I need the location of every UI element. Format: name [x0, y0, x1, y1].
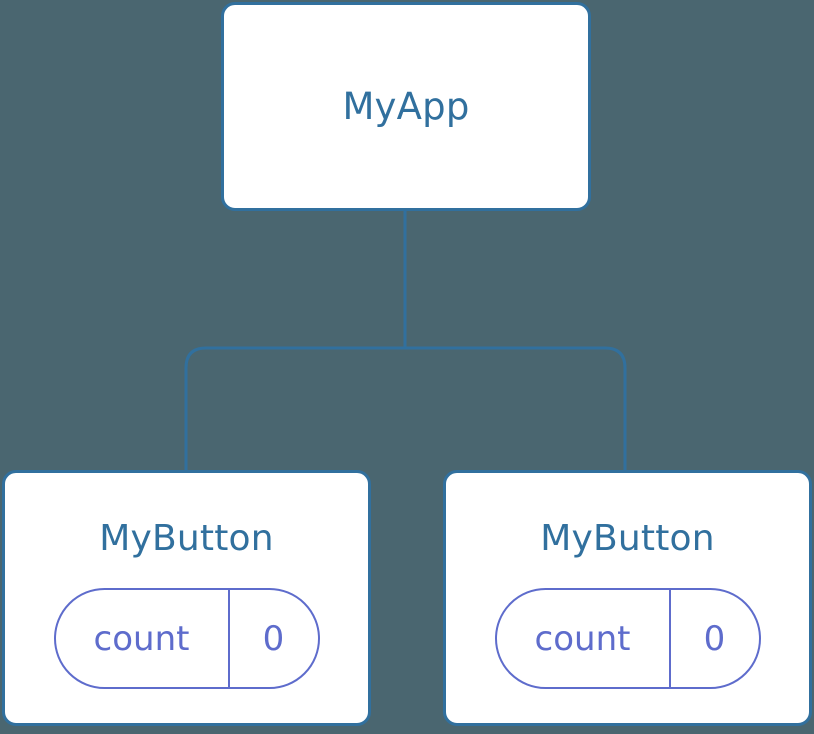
node-mybutton-right[interactable]: MyButton count 0 — [443, 470, 812, 726]
node-title: MyButton — [540, 518, 715, 559]
node-title: MyButton — [99, 518, 274, 559]
state-pill-key: count — [497, 590, 671, 687]
state-pill-count[interactable]: count 0 — [53, 588, 320, 689]
node-myapp[interactable]: MyApp — [221, 2, 591, 211]
state-pill-count[interactable]: count 0 — [494, 588, 761, 689]
state-pill-value: 0 — [703, 618, 726, 659]
state-pill-value: 0 — [262, 618, 285, 659]
connector-branch-bar — [184, 346, 627, 470]
node-mybutton-left[interactable]: MyButton count 0 — [2, 470, 371, 726]
node-title: MyApp — [342, 85, 470, 128]
state-pill-key: count — [56, 590, 230, 687]
